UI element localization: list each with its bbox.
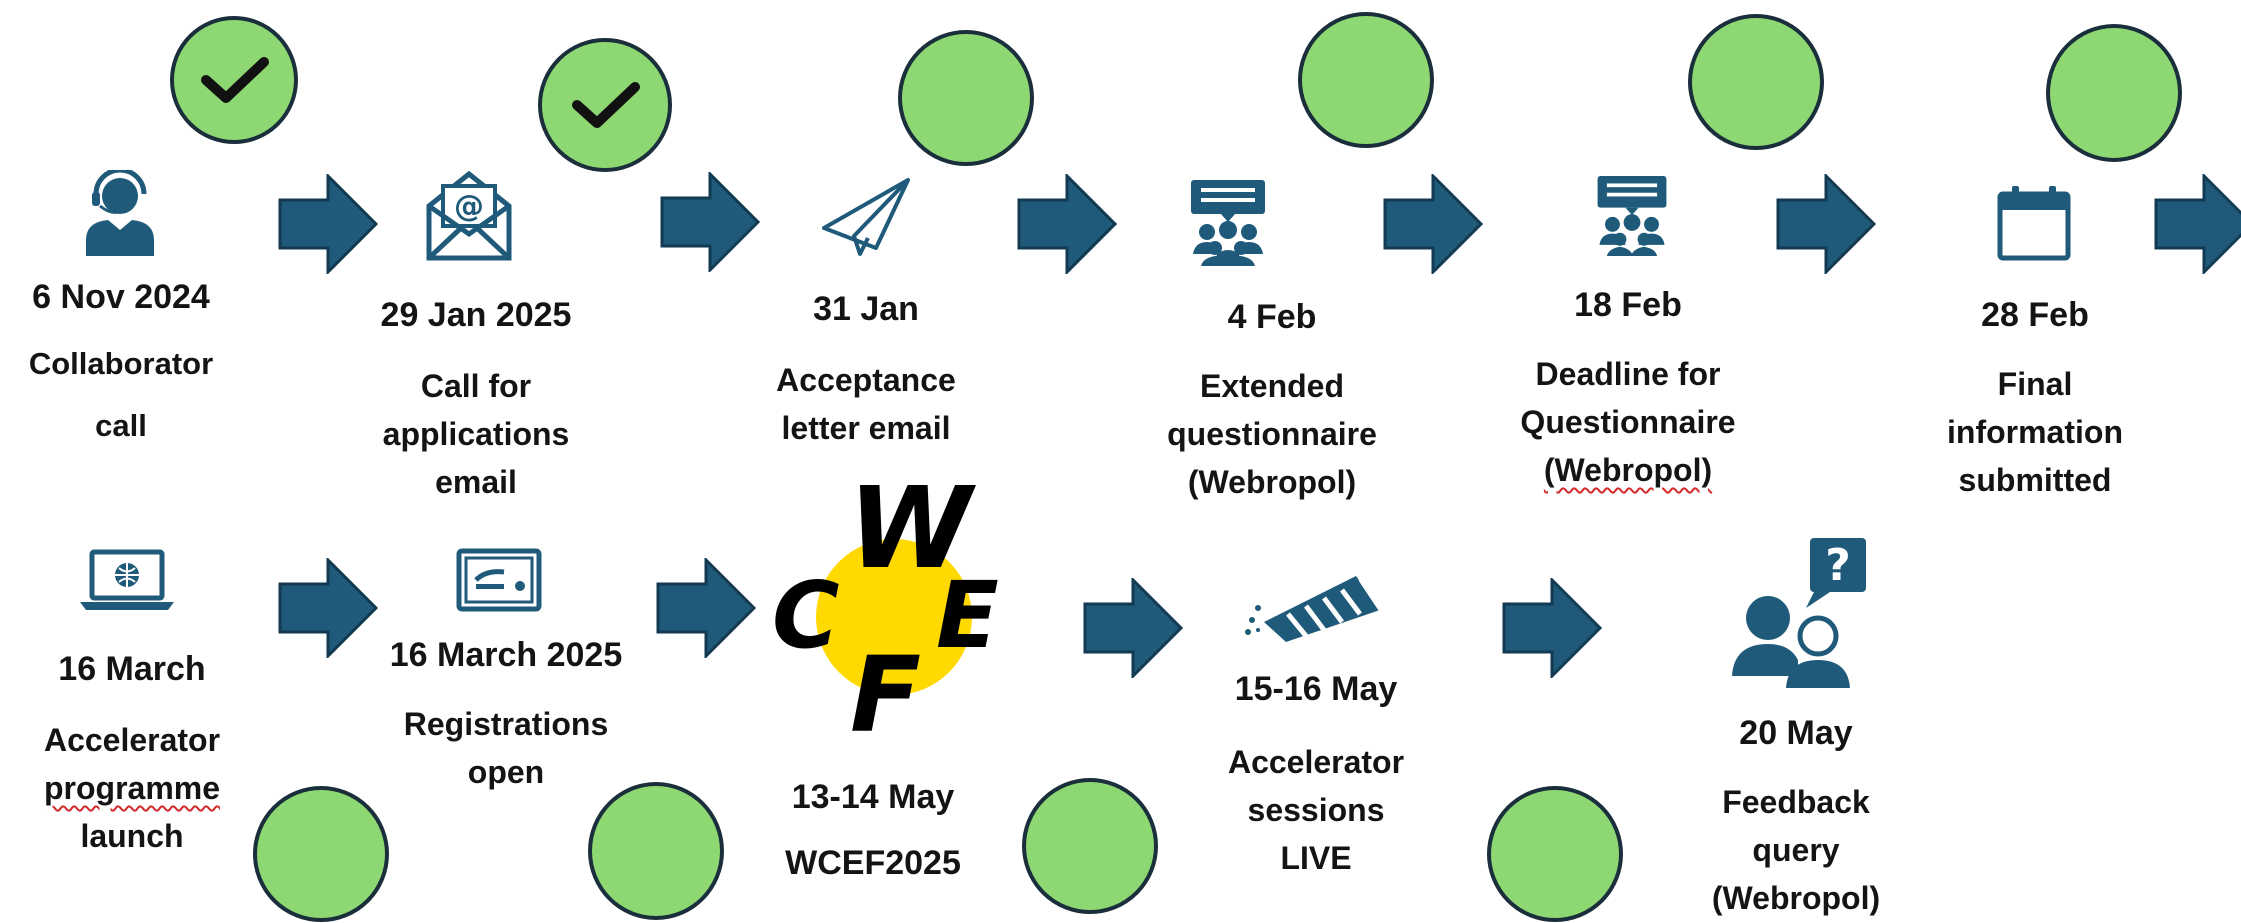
audience-presentation-icon — [1191, 180, 1265, 266]
arrow-right-icon — [1017, 174, 1117, 274]
step-date: 6 Nov 2024 — [32, 278, 210, 316]
step-date: 31 Jan — [813, 290, 919, 328]
wcef-logo-graphic — [816, 539, 972, 695]
step-label-line: Call for — [420, 368, 532, 404]
step-label-line: Accelerator — [1227, 744, 1405, 780]
question-people-icon: ? — [1732, 538, 1866, 688]
arrow-right-icon — [1083, 578, 1183, 678]
step-date: 20 May — [1739, 714, 1853, 752]
step-label-line: open — [467, 754, 545, 790]
step-label-line: Registrations — [403, 706, 609, 742]
checkmark-icon — [572, 82, 640, 128]
email-envelope-icon: @ — [426, 170, 512, 261]
step-label-line: questionnaire — [1167, 416, 1377, 452]
status-circle-done — [170, 16, 298, 144]
arrow-right-icon — [2154, 174, 2241, 274]
wcef-logo: W C E F — [770, 464, 1020, 756]
step-label-line: Deadline for — [1535, 356, 1721, 392]
status-circle-pending — [898, 30, 1034, 166]
wcef-logo-letter-c: C — [772, 562, 840, 669]
step-label-line: Accelerator — [43, 722, 221, 758]
step-date: 13-14 May — [791, 778, 955, 816]
step-label-line: information — [1947, 414, 2123, 450]
status-circle-pending — [588, 782, 724, 920]
checkmark-icon — [201, 57, 269, 103]
status-circle-pending — [1298, 12, 1434, 148]
audience-presentation-icon — [1597, 176, 1667, 256]
step-label-line: submitted — [1958, 462, 2112, 498]
status-circle-pending — [253, 786, 389, 922]
status-circle-pending — [2046, 24, 2182, 162]
step-label-line: launch — [80, 818, 184, 854]
arrow-right-icon — [660, 172, 760, 272]
calendar-icon — [1997, 186, 2071, 261]
arrow-right-icon — [1776, 174, 1876, 274]
wcef-logo-letter-e: E — [936, 562, 999, 669]
status-circle-pending — [1487, 786, 1623, 922]
id-card-icon — [456, 548, 542, 612]
step-date: 4 Feb — [1227, 298, 1317, 336]
step-date: 15-16 May — [1234, 670, 1398, 708]
arrow-right-icon — [278, 558, 378, 658]
step-label-line: Collaborator — [28, 346, 214, 381]
arrow-right-icon — [278, 174, 378, 274]
step-label-line: (Webropol) — [1187, 464, 1357, 500]
step-label-line: query — [1752, 832, 1840, 868]
svg-text:@: @ — [454, 189, 484, 224]
step-label-line: Final — [1997, 366, 2073, 402]
step-label-line: (Webropol) — [1711, 880, 1881, 916]
step-label-line: Acceptance — [776, 362, 956, 398]
paper-plane-icon — [822, 178, 910, 256]
headset-person-icon — [86, 170, 154, 256]
arrow-right-icon — [656, 558, 756, 658]
status-circle-pending — [1688, 14, 1824, 150]
step-label-line: WCEF2025 — [785, 844, 961, 882]
step-label-line: call — [95, 408, 147, 443]
status-circle-pending — [1022, 778, 1158, 914]
party-popper-icon — [1245, 576, 1382, 642]
step-label-line: Extended — [1199, 368, 1345, 404]
svg-text:?: ? — [1825, 540, 1851, 591]
step-label-line: programme — [43, 770, 221, 806]
step-label-line: Feedback — [1722, 784, 1870, 820]
wcef-logo-letter-w: W — [848, 464, 972, 594]
step-date: 16 March — [58, 650, 206, 688]
arrow-right-icon — [1383, 174, 1483, 274]
step-label-line: LIVE — [1280, 840, 1352, 876]
step-date: 18 Feb — [1574, 286, 1682, 324]
step-label-line: email — [435, 464, 517, 500]
step-label-line: applications — [382, 416, 570, 452]
step-label-line: (Webropol) — [1543, 452, 1713, 488]
arrow-right-icon — [1502, 578, 1602, 678]
step-label-line: letter email — [781, 410, 951, 446]
step-date: 28 Feb — [1981, 296, 2089, 334]
step-date: 29 Jan 2025 — [380, 296, 572, 334]
step-label-line: sessions — [1247, 792, 1385, 828]
wcef-logo-letter-f: F — [850, 634, 922, 756]
step-date: 16 March 2025 — [389, 636, 623, 674]
status-circle-done — [538, 38, 672, 172]
step-label-line: Questionnaire — [1520, 404, 1736, 440]
laptop-globe-icon — [80, 549, 174, 610]
